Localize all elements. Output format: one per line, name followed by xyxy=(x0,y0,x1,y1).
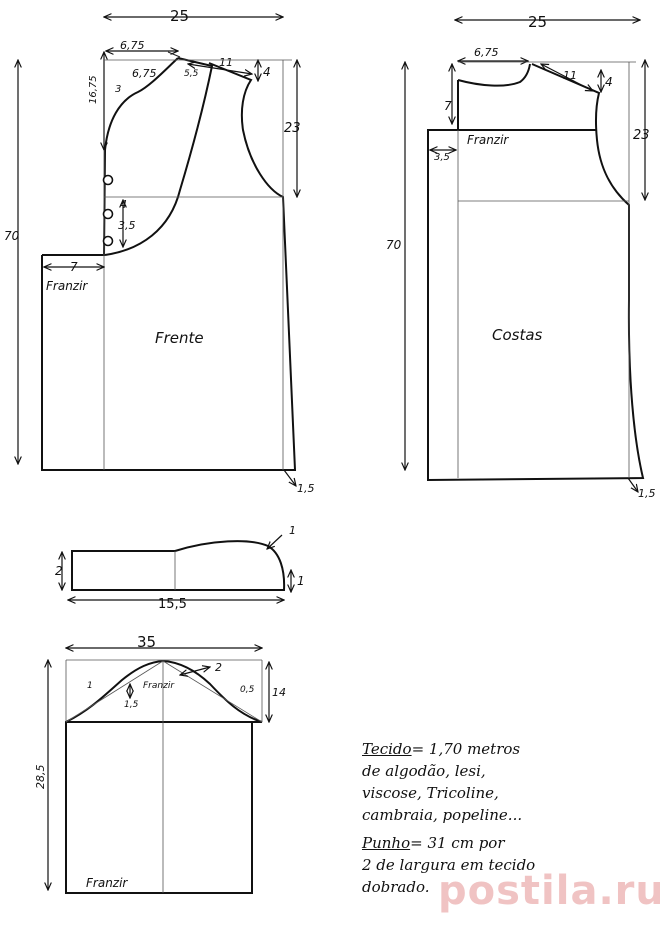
back-neckline xyxy=(457,63,531,87)
front-piece-name: Frente xyxy=(155,329,204,347)
band-tip-arrow xyxy=(267,534,283,549)
back-width-label: 25 xyxy=(528,13,547,31)
back-armhole-label: 23 xyxy=(633,128,650,143)
front-gather-width-label: 7 xyxy=(70,260,78,274)
front-length-label: 70 xyxy=(4,229,20,243)
back-piece-name: Costas xyxy=(492,326,543,344)
back-length-label: 70 xyxy=(386,238,402,252)
sleeve-piece: 35 28,5 14 1,5 2 1 0,5 Franzir Franzir xyxy=(34,633,286,894)
back-neck-width-label: 6,75 xyxy=(474,46,499,59)
front-button xyxy=(102,235,114,247)
sleeve-body-outline xyxy=(65,721,253,894)
front-neck-tip xyxy=(167,51,181,58)
band-length-label: 15,5 xyxy=(158,597,187,612)
sleeve-width-label: 35 xyxy=(137,633,156,651)
sleeve-cap-offset-left-label: 1,5 xyxy=(124,700,139,710)
sleeve-cap-offset-top-label: 2 xyxy=(215,661,222,674)
fabric-line: viscose, Tricoline, xyxy=(362,784,499,802)
back-hem-label: 1,5 xyxy=(638,487,656,500)
front-shoulder-drop-label: 4 xyxy=(263,65,271,79)
front-placket-depth-label: 16,75 xyxy=(88,75,99,104)
watermark-logo: postila.ru xyxy=(438,868,660,914)
band-end-label: 1 xyxy=(297,574,305,588)
front-neck-width-label: 6,75 xyxy=(120,39,145,52)
cuff-label: Punho xyxy=(362,834,411,852)
front-shoulder-label: 11 xyxy=(219,56,233,69)
back-outline xyxy=(427,63,645,482)
front-gather-label: Franzir xyxy=(46,279,88,293)
fabric-line: = 1,70 metros xyxy=(411,740,521,758)
front-collar-stand-label: 5,5 xyxy=(184,69,199,79)
back-piece: 25 70 23 6,75 11 4 7 Franzir 3,5 Costas … xyxy=(386,13,656,500)
front-outline xyxy=(41,62,297,471)
sleeve-hem-gather-label: Franzir xyxy=(86,876,128,890)
sleeve-cap-offset-small-label: 1 xyxy=(87,681,93,691)
sleeve-cap-gather-label: Franzir xyxy=(143,681,175,691)
front-lapel-curve xyxy=(104,57,214,256)
front-shoulder-arrow xyxy=(188,64,252,74)
back-yoke-label: 7 xyxy=(444,99,452,113)
cuff-line: = 31 cm por xyxy=(410,834,505,852)
back-shoulder-drop-label: 4 xyxy=(605,75,613,89)
band-tip-label: 1 xyxy=(289,524,296,537)
front-button xyxy=(102,174,114,186)
fabric-label: Tecido xyxy=(362,740,412,758)
front-placket-width-label: 3 xyxy=(115,84,121,95)
front-neck-depth-label: 6,75 xyxy=(132,67,157,80)
cuff-line: 2 de largura em tecido xyxy=(362,856,536,874)
band-piece: 2 1 1 15,5 xyxy=(55,524,305,612)
sleeve-cap-offset-top-arrow xyxy=(180,667,210,675)
front-hem-label: 1,5 xyxy=(297,482,315,495)
sleeve-cap-curve xyxy=(65,659,263,723)
front-button-offset-label: 4 xyxy=(120,198,127,211)
sleeve-length-label: 28,5 xyxy=(34,765,47,790)
back-gather-label: Franzir xyxy=(467,133,509,147)
band-height-label: 2 xyxy=(55,564,63,578)
fabric-notes: Tecido= 1,70 metros de algodão, lesi, vi… xyxy=(362,738,602,898)
back-gather-offset-label: 3,5 xyxy=(434,152,450,163)
band-outline xyxy=(71,540,286,591)
front-width-label: 25 xyxy=(170,7,189,25)
front-button-space-label: 3,5 xyxy=(118,219,136,232)
sleeve-left-diagonal xyxy=(65,660,164,723)
back-hem-arrow xyxy=(627,477,638,492)
front-button xyxy=(102,208,114,220)
sleeve-cap-label: 14 xyxy=(272,686,286,699)
sleeve-cap-offset-right-label: 0,5 xyxy=(240,685,255,695)
front-hem-arrow xyxy=(283,469,296,486)
cuff-line: dobrado. xyxy=(362,878,430,896)
fabric-line: cambraia, popeline... xyxy=(362,806,523,824)
front-neckline xyxy=(103,57,179,256)
fabric-line: de algodão, lesi, xyxy=(362,762,486,780)
front-piece: 25 70 23 6,75 6,75 16,75 3 11 4 5,5 xyxy=(4,7,315,495)
front-armhole-label: 23 xyxy=(284,121,301,136)
